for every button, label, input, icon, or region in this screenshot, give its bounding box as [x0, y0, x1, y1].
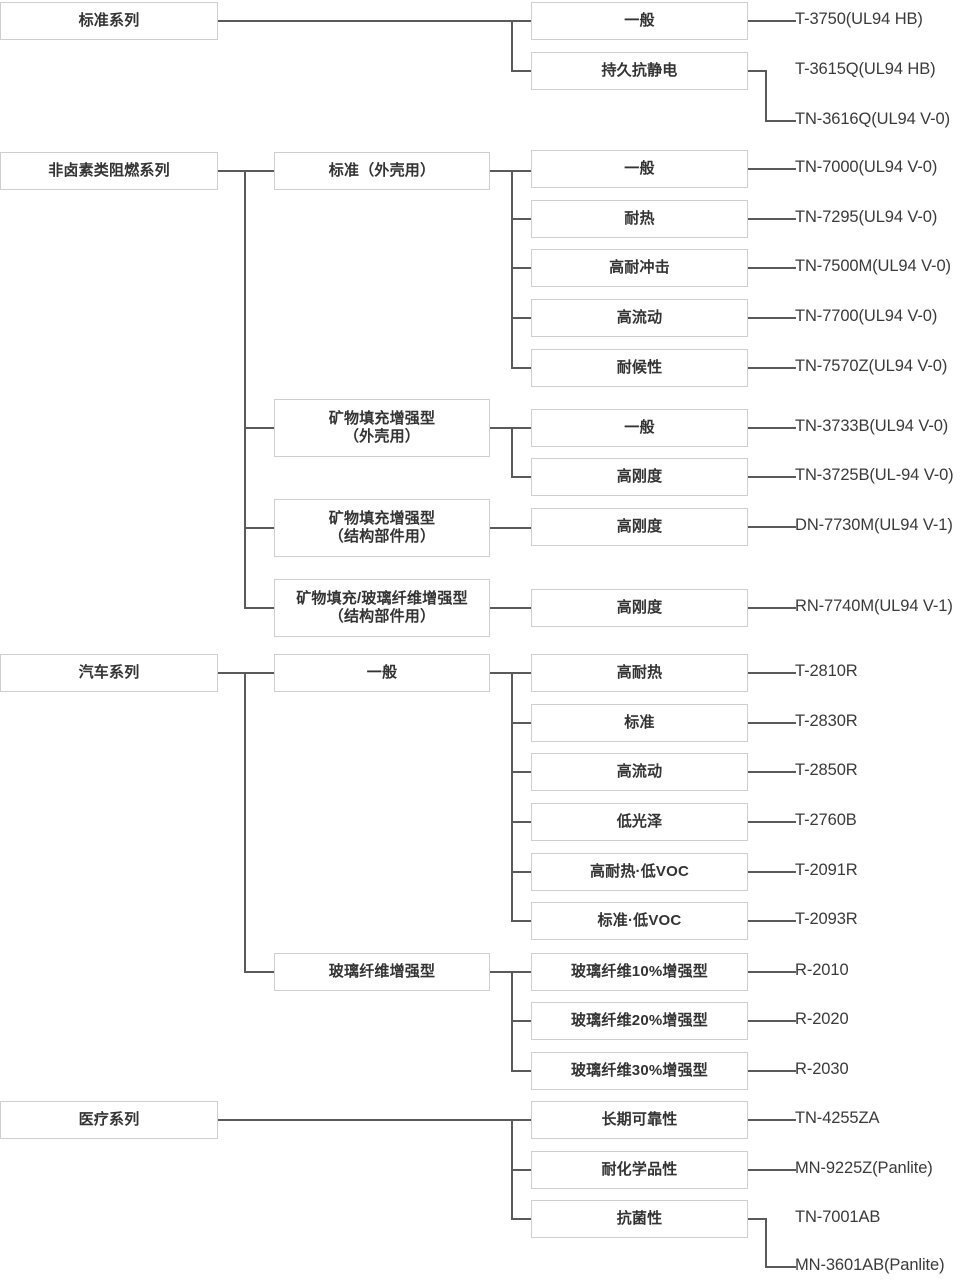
- node-label: 一般: [624, 12, 655, 30]
- node-label: 一般: [366, 664, 398, 682]
- node-mineral-glassfiber-high-rigidity[interactable]: 高刚度: [531, 589, 748, 627]
- node-label: 标准系列: [78, 12, 140, 30]
- leaf-label-t-2091r[interactable]: T-2091R: [795, 861, 858, 879]
- node-mineral-housing-general[interactable]: 一般: [531, 409, 748, 447]
- group-node-glassfiber-reinforced[interactable]: 玻璃纤维增强型: [274, 953, 490, 991]
- node-standard-general[interactable]: 一般: [531, 2, 748, 40]
- group-node-automotive-general[interactable]: 一般: [274, 654, 490, 692]
- leaf-label-t-2850r[interactable]: T-2850R: [795, 761, 858, 779]
- leaf-label-tn-7500m[interactable]: TN-7500M(UL94 V-0): [795, 257, 951, 275]
- node-medical-long-term-reliability[interactable]: 长期可靠性: [531, 1101, 748, 1139]
- node-label: 长期可靠性: [601, 1111, 678, 1129]
- group-node-mineral-housing[interactable]: 矿物填充增强型 （外壳用）: [274, 399, 490, 457]
- node-gf-10[interactable]: 玻璃纤维10%增强型: [531, 953, 748, 991]
- leaf-label-t-3750[interactable]: T-3750(UL94 HB): [795, 10, 923, 28]
- leaf-label-tn-3725b[interactable]: TN-3725B(UL-94 V-0): [795, 466, 954, 484]
- node-auto-high-heat[interactable]: 高耐热: [531, 654, 748, 692]
- node-label: 高刚度: [616, 599, 663, 617]
- node-gf-30[interactable]: 玻璃纤维30%增强型: [531, 1052, 748, 1090]
- series-node-automotive[interactable]: 汽车系列: [0, 654, 218, 692]
- leaf-label-mn-3601ab[interactable]: MN-3601AB(Panlite): [795, 1256, 945, 1274]
- group-node-mineral-glassfiber[interactable]: 矿物填充/玻璃纤维增强型 （结构部件用）: [274, 579, 490, 637]
- node-label: 高耐热·低VOC: [589, 863, 690, 881]
- leaf-label-tn-7001ab[interactable]: TN-7001AB: [795, 1208, 881, 1226]
- node-label: 标准·低VOC: [597, 912, 682, 930]
- node-label: 矿物填充增强型 （结构部件用）: [328, 510, 436, 545]
- leaf-label-t-2760b[interactable]: T-2760B: [795, 811, 857, 829]
- leaf-label-tn-7000[interactable]: TN-7000(UL94 V-0): [795, 158, 938, 176]
- node-label: 高刚度: [616, 518, 663, 536]
- leaf-label-tn-7295[interactable]: TN-7295(UL94 V-0): [795, 208, 938, 226]
- leaf-label-tn-7700[interactable]: TN-7700(UL94 V-0): [795, 307, 938, 325]
- node-label: 汽车系列: [78, 664, 140, 682]
- group-node-mineral-structural[interactable]: 矿物填充增强型 （结构部件用）: [274, 499, 490, 557]
- node-label: 抗菌性: [616, 1210, 663, 1228]
- leaf-label-tn-3733b[interactable]: TN-3733B(UL94 V-0): [795, 417, 949, 435]
- node-label: 高刚度: [616, 468, 663, 486]
- node-label: 耐热: [624, 210, 655, 228]
- node-hf-high-impact[interactable]: 高耐冲击: [531, 249, 748, 287]
- leaf-label-t-2810r[interactable]: T-2810R: [795, 662, 858, 680]
- node-auto-high-flow[interactable]: 高流动: [531, 753, 748, 791]
- node-label: 玻璃纤维30%增强型: [570, 1062, 709, 1080]
- node-label: 矿物填充/玻璃纤维增强型 （结构部件用）: [296, 590, 468, 625]
- node-auto-standard-low-voc[interactable]: 标准·低VOC: [531, 902, 748, 940]
- node-hf-weather-resistant[interactable]: 耐候性: [531, 349, 748, 387]
- node-label: 高流动: [616, 309, 663, 327]
- series-node-medical[interactable]: 医疗系列: [0, 1101, 218, 1139]
- node-label: 矿物填充增强型 （外壳用）: [328, 410, 436, 445]
- leaf-label-t-2093r[interactable]: T-2093R: [795, 910, 858, 928]
- leaf-label-rn-7740m[interactable]: RN-7740M(UL94 V-1): [795, 597, 953, 615]
- node-hf-heat-resistant[interactable]: 耐热: [531, 200, 748, 238]
- leaf-label-tn-3616q[interactable]: TN-3616Q(UL94 V-0): [795, 110, 951, 128]
- series-node-standard[interactable]: 标准系列: [0, 2, 218, 40]
- node-auto-high-heat-low-voc[interactable]: 高耐热·低VOC: [531, 853, 748, 891]
- leaf-label-r-2030[interactable]: R-2030: [795, 1060, 849, 1078]
- node-label: 一般: [624, 160, 655, 178]
- leaf-label-dn-7730m[interactable]: DN-7730M(UL94 V-1): [795, 516, 953, 534]
- leaf-label-mn-9225z[interactable]: MN-9225Z(Panlite): [795, 1159, 933, 1177]
- leaf-label-r-2010[interactable]: R-2010: [795, 961, 849, 979]
- node-label: 非卤素类阻燃系列: [48, 162, 170, 180]
- leaf-label-t-3615q[interactable]: T-3615Q(UL94 HB): [795, 60, 936, 78]
- node-label: 耐候性: [616, 359, 663, 377]
- node-label: 高耐冲击: [609, 259, 670, 277]
- node-label: 持久抗静电: [601, 62, 678, 80]
- node-label: 标准（外壳用）: [328, 162, 436, 180]
- node-label: 低光泽: [616, 813, 663, 831]
- node-mineral-housing-high-rigidity[interactable]: 高刚度: [531, 458, 748, 496]
- group-node-standard-housing[interactable]: 标准（外壳用）: [274, 152, 490, 190]
- node-label: 高耐热: [616, 664, 663, 682]
- leaf-label-tn-4255za[interactable]: TN-4255ZA: [795, 1109, 880, 1127]
- node-standard-antistatic[interactable]: 持久抗静电: [531, 52, 748, 90]
- leaf-label-tn-7570z[interactable]: TN-7570Z(UL94 V-0): [795, 357, 948, 375]
- node-auto-standard[interactable]: 标准: [531, 704, 748, 742]
- node-label: 医疗系列: [78, 1111, 140, 1129]
- node-gf-20[interactable]: 玻璃纤维20%增强型: [531, 1002, 748, 1040]
- node-mineral-structural-high-rigidity[interactable]: 高刚度: [531, 508, 748, 546]
- node-label: 一般: [624, 419, 655, 437]
- node-label: 玻璃纤维增强型: [328, 963, 436, 981]
- leaf-label-r-2020[interactable]: R-2020: [795, 1010, 849, 1028]
- node-medical-antibacterial[interactable]: 抗菌性: [531, 1200, 748, 1238]
- series-node-halogen-free[interactable]: 非卤素类阻燃系列: [0, 152, 218, 190]
- node-hf-general[interactable]: 一般: [531, 150, 748, 188]
- node-medical-chemical-resistance[interactable]: 耐化学品性: [531, 1151, 748, 1189]
- node-label: 高流动: [616, 763, 663, 781]
- node-auto-low-gloss[interactable]: 低光泽: [531, 803, 748, 841]
- leaf-label-t-2830r[interactable]: T-2830R: [795, 712, 858, 730]
- node-label: 玻璃纤维20%增强型: [570, 1012, 709, 1030]
- node-label: 标准: [624, 714, 655, 732]
- node-label: 耐化学品性: [601, 1161, 678, 1179]
- node-hf-high-flow[interactable]: 高流动: [531, 299, 748, 337]
- node-label: 玻璃纤维10%增强型: [570, 963, 709, 981]
